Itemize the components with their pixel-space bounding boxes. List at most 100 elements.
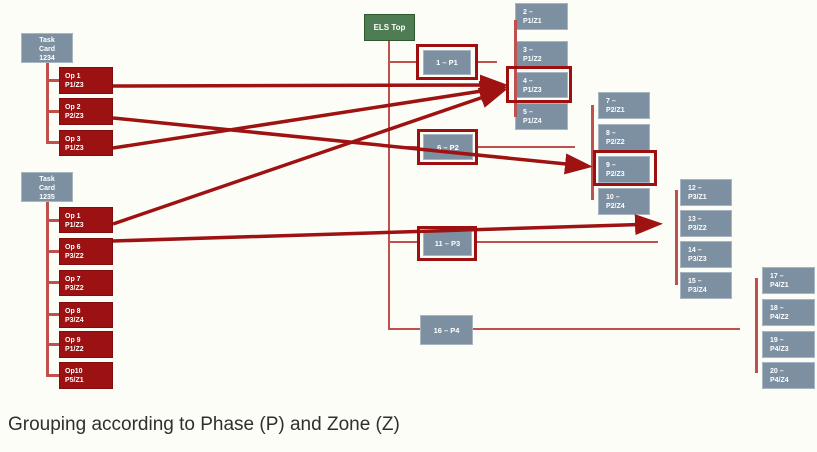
- zone-node-5: 5 – P1/Z4: [515, 103, 568, 130]
- op-phase-zone: P3/Z2: [65, 285, 84, 292]
- op-node-1235-op7: Op 7 P3/Z2: [59, 270, 113, 296]
- connector-line: [46, 374, 59, 377]
- phase4-out-line: [473, 328, 740, 330]
- connector-line: [390, 61, 418, 63]
- op-name: Op 9: [65, 337, 81, 344]
- zone-node-7: 7 – P2/Z1: [598, 92, 650, 119]
- els-top-node: ELS Top: [364, 14, 415, 41]
- op-node-1234-op3: Op 3 P1/Z3: [59, 130, 113, 156]
- phase-label: 11 – P3: [434, 239, 461, 248]
- arrow-op1-1234-to-zone4: [112, 74, 508, 96]
- connector-line: [390, 146, 418, 148]
- taskcard-title-line: 1235: [39, 194, 55, 201]
- op-name: Op 2: [65, 104, 81, 111]
- highlight-border-phase1: [416, 44, 478, 80]
- zone-node-19: 19 – P4/Z3: [762, 331, 815, 358]
- zone-num: 20 –: [770, 368, 784, 375]
- taskcard-title-line: 1234: [39, 55, 55, 62]
- zone-phase-zone: P3/Z3: [688, 256, 707, 263]
- zone-num: 3 –: [523, 47, 533, 54]
- zone-num: 8 –: [606, 130, 616, 137]
- zone-num: 12 –: [688, 185, 702, 192]
- zone-num: 7 –: [606, 98, 616, 105]
- zone-num: 18 –: [770, 305, 784, 312]
- diagram-caption: Grouping according to Phase (P) and Zone…: [8, 414, 400, 435]
- connector-line: [46, 219, 59, 222]
- column-accent-line-p4: [755, 278, 758, 373]
- zone-phase-zone: P1/Z1: [523, 18, 542, 25]
- op-node-1235-op10: Op10 P5/Z1: [59, 362, 113, 389]
- connector-line: [390, 241, 418, 243]
- connector-line: [46, 141, 59, 144]
- zone-phase-zone: P4/Z1: [770, 282, 789, 289]
- connector-line: [46, 281, 59, 284]
- zone-node-18: 18 – P4/Z2: [762, 299, 815, 326]
- els-trunk-line: [388, 41, 390, 330]
- connector-line: [46, 110, 59, 113]
- connector-line: [46, 79, 59, 82]
- zone-num: 13 –: [688, 216, 702, 223]
- zone-node-15: 15 – P3/Z4: [680, 272, 732, 299]
- highlight-border-zone9: [593, 150, 657, 186]
- phase2-out-line: [477, 146, 575, 148]
- taskcard-1234: Task Card 1234: [21, 33, 73, 63]
- zone-node-10: 10 – P2/Z4: [598, 188, 650, 215]
- highlight-border-phase2: [417, 129, 478, 165]
- zone-phase-zone: P4/Z3: [770, 346, 789, 353]
- zone-num: 2 –: [523, 9, 533, 16]
- zone-num: 15 –: [688, 278, 702, 285]
- zone-num: 14 –: [688, 247, 702, 254]
- taskcard-title-line: Task: [39, 37, 55, 44]
- op-name: Op10: [65, 368, 83, 375]
- zone-phase-zone: P4/Z2: [770, 314, 789, 321]
- phase-node-p1: 1 – P1: [423, 50, 471, 75]
- zone-num: 5 –: [523, 109, 533, 116]
- op-phase-zone: P3/Z2: [65, 253, 84, 260]
- op-name: Op 7: [65, 276, 81, 283]
- zone-num: 17 –: [770, 273, 784, 280]
- column-accent-line-p3: [675, 190, 678, 285]
- op-name: Op 8: [65, 308, 81, 315]
- taskcard-1235: Task Card 1235: [21, 172, 73, 202]
- op-node-1235-op9: Op 9 P1/Z2: [59, 331, 113, 358]
- op-phase-zone: P1/Z2: [65, 346, 84, 353]
- op-node-1234-op1: Op 1 P1/Z3: [59, 67, 113, 94]
- zone-node-14: 14 – P3/Z3: [680, 241, 732, 268]
- taskcard-title-line: Task: [39, 176, 55, 183]
- zone-node-20: 20 – P4/Z4: [762, 362, 815, 389]
- phase-label: 1 – P1: [436, 58, 458, 67]
- zone-node-12: 12 – P3/Z1: [680, 179, 732, 206]
- zone-phase-zone: P2/Z1: [606, 107, 625, 114]
- zone-num: 10 –: [606, 194, 620, 201]
- phase-label: 16 – P4: [433, 325, 460, 335]
- els-top-label: ELS Top: [373, 23, 406, 32]
- op-node-1235-op1: Op 1 P1/Z3: [59, 207, 113, 233]
- op-phase-zone: P1/Z3: [65, 222, 84, 229]
- taskcard-1235-trunk-line: [46, 202, 49, 376]
- zone-phase-zone: P2/Z4: [606, 203, 625, 210]
- connector-line: [46, 343, 59, 346]
- op-name: Op 1: [65, 73, 81, 80]
- zone-phase-zone: P2/Z2: [606, 139, 625, 146]
- zone-node-13: 13 – P3/Z2: [680, 210, 732, 237]
- zone-phase-zone: P2/Z3: [606, 171, 625, 178]
- phase-node-p4: 16 – P4: [420, 315, 473, 345]
- connector-line: [46, 250, 59, 253]
- op-name: Op 3: [65, 136, 81, 143]
- zone-node-9: 9 – P2/Z3: [598, 156, 650, 183]
- op-node-1235-op8: Op 8 P3/Z4: [59, 302, 113, 328]
- op-phase-zone: P3/Z4: [65, 317, 84, 324]
- connector-line: [46, 313, 59, 316]
- zone-phase-zone: P4/Z4: [770, 377, 789, 384]
- op-name: Op 1: [65, 213, 81, 220]
- op-phase-zone: P2/Z3: [65, 113, 84, 120]
- zone-phase-zone: P3/Z2: [688, 225, 707, 232]
- zone-node-3: 3 – P1/Z2: [515, 41, 568, 68]
- phase1-out-line: [475, 61, 497, 63]
- op-node-1235-op6: Op 6 P3/Z2: [59, 238, 113, 265]
- zone-phase-zone: P1/Z4: [523, 118, 542, 125]
- op-node-1234-op2: Op 2 P2/Z3: [59, 98, 113, 125]
- zone-phase-zone: P3/Z1: [688, 194, 707, 201]
- zone-phase-zone: P1/Z2: [523, 56, 542, 63]
